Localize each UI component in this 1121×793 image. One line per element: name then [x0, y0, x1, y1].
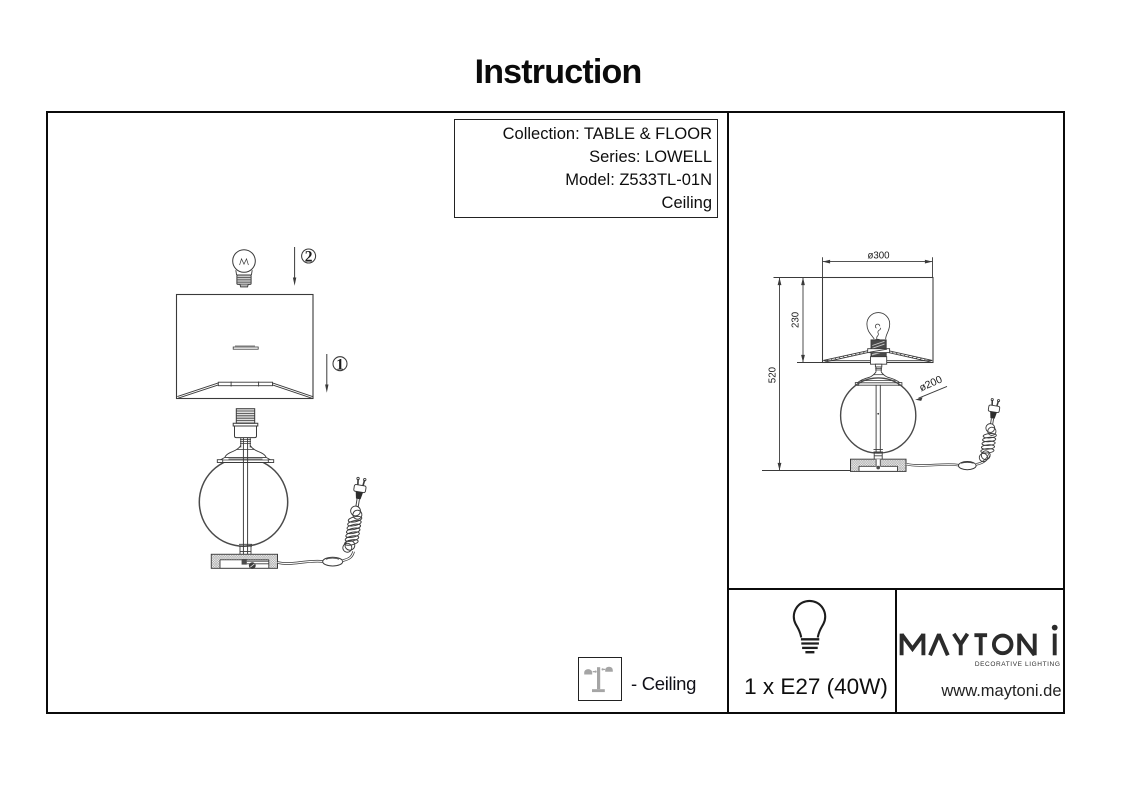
svg-text:1: 1	[336, 356, 344, 373]
svg-text:520: 520	[768, 366, 779, 383]
svg-text:230: 230	[791, 311, 802, 328]
svg-text:ø300: ø300	[867, 250, 890, 261]
svg-text:ø200: ø200	[917, 373, 944, 394]
svg-text:2: 2	[305, 249, 313, 266]
